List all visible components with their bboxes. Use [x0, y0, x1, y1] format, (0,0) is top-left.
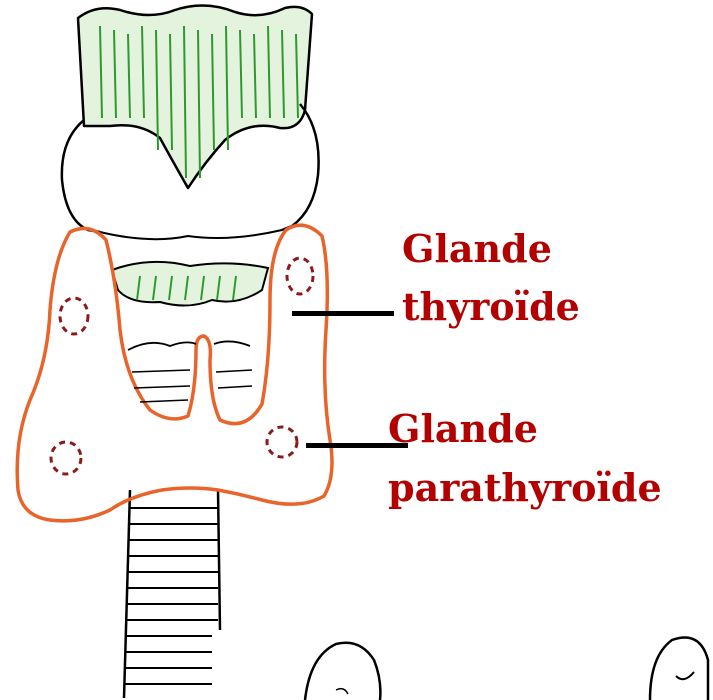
thyroid-label-line1: Glande — [402, 226, 552, 272]
cricoid-cartilage — [112, 262, 268, 306]
thyroid-leader-line — [292, 311, 394, 316]
parathyroid-upper-left — [60, 298, 88, 334]
upper-cartilage — [78, 5, 312, 188]
inner-cartilage-lines — [128, 341, 252, 402]
parathyroid-lower-right — [267, 427, 297, 457]
parathyroid-label-line1: Glande — [388, 406, 538, 452]
parathyroid-label-line2: parathyroïde — [388, 465, 662, 511]
parathyroid-upper-right — [287, 258, 313, 294]
trachea — [124, 490, 220, 698]
parathyroid-lower-left — [51, 442, 81, 474]
lower-partial-shapes — [305, 638, 708, 700]
thyroid-label-line2: thyroïde — [402, 284, 580, 330]
